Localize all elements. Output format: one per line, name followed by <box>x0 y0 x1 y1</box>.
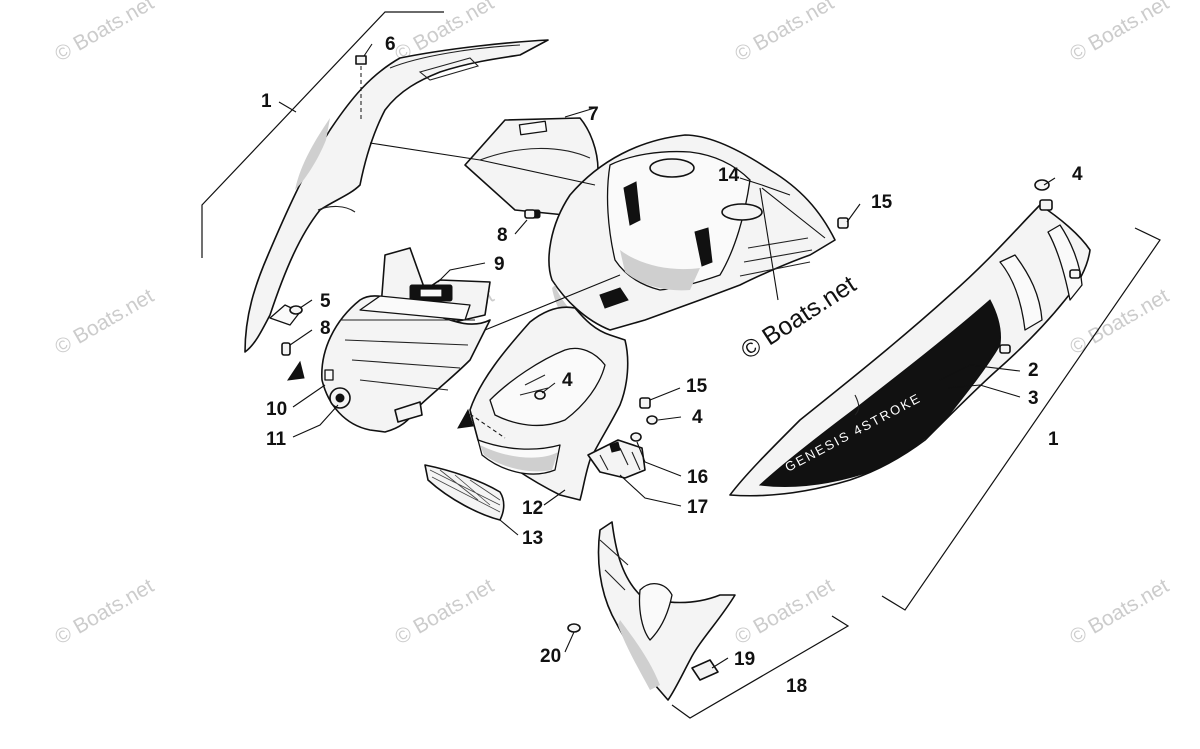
watermark-main: © Boats.net <box>736 270 861 365</box>
callout-14: 14 <box>718 165 740 186</box>
screw-6 <box>355 55 367 65</box>
callout-4-upper: 4 <box>1072 164 1083 185</box>
bracket-part-1-right <box>881 227 1161 611</box>
callout-17: 17 <box>687 497 708 518</box>
screw-16 <box>630 432 642 442</box>
watermark: © Boats.net <box>51 284 158 359</box>
watermark: © Boats.net <box>51 574 158 649</box>
hardware-fasteners <box>281 55 1050 442</box>
bracket-part-18 <box>671 615 850 719</box>
callout-10: 10 <box>266 399 287 420</box>
part-10-front-nose <box>321 295 491 433</box>
callout-15-upper: 15 <box>871 192 893 213</box>
arrow-marker-left <box>286 360 305 381</box>
callout-1-right: 1 <box>1048 429 1059 450</box>
callout-8-lower: 8 <box>320 318 331 339</box>
callout-1-left: 1 <box>261 91 272 112</box>
screw-4-upper <box>1034 179 1050 191</box>
part-1-left-side-panel <box>244 39 549 353</box>
callout-4-mid: 4 <box>562 370 573 391</box>
callout-12: 12 <box>522 498 543 519</box>
callout-2: 2 <box>1028 360 1039 381</box>
watermark: © Boats.net <box>1066 574 1173 649</box>
arrow-marker-center <box>457 408 474 429</box>
part-20-rivet <box>567 623 581 633</box>
callout-15-lower: 15 <box>686 376 708 397</box>
screw-5 <box>289 305 303 315</box>
dashed-line-12 <box>469 413 506 439</box>
callout-6: 6 <box>385 34 396 55</box>
watermark: © Boats.net <box>1066 284 1173 359</box>
callout-7: 7 <box>588 104 599 125</box>
callout-18: 18 <box>786 676 807 697</box>
callout-16: 16 <box>687 467 708 488</box>
watermark: © Boats.net <box>51 0 158 66</box>
callout-19: 19 <box>734 649 755 670</box>
watermark: © Boats.net <box>1066 0 1173 66</box>
callout-8-upper: 8 <box>497 225 508 246</box>
callout-9: 9 <box>494 254 505 275</box>
leader-lines <box>278 43 1056 669</box>
clip-8 <box>524 209 536 219</box>
leader-7 <box>564 106 599 118</box>
part-19-grommet <box>691 659 719 681</box>
part-main-hood <box>548 134 836 338</box>
part-18-lower-pan <box>597 521 736 701</box>
part-13-mesh-screen <box>424 464 505 521</box>
callout-3: 3 <box>1028 388 1039 409</box>
callout-labels: 1 6 7 14 15 4 8 9 5 8 10 11 4 15 4 2 3 1… <box>261 34 1083 697</box>
watermark: © Boats.net <box>391 574 498 649</box>
watermark: © Boats.net <box>731 574 838 649</box>
nut-15-lower <box>639 397 651 409</box>
clip-8-lower <box>281 342 291 356</box>
callout-13: 13 <box>522 528 543 549</box>
callout-4-lower: 4 <box>692 407 703 428</box>
nut-15-upper <box>837 217 849 229</box>
callout-5: 5 <box>320 291 331 312</box>
callout-20: 20 <box>540 646 561 667</box>
watermark: © Boats.net <box>731 0 838 66</box>
group-brackets <box>201 11 1161 719</box>
part-16-17-mount-bracket <box>587 439 646 479</box>
callout-11: 11 <box>266 429 287 450</box>
bracket-part-1-left <box>201 11 444 258</box>
part-12-lower-fascia <box>469 306 629 501</box>
screw-4-lower <box>646 415 658 425</box>
